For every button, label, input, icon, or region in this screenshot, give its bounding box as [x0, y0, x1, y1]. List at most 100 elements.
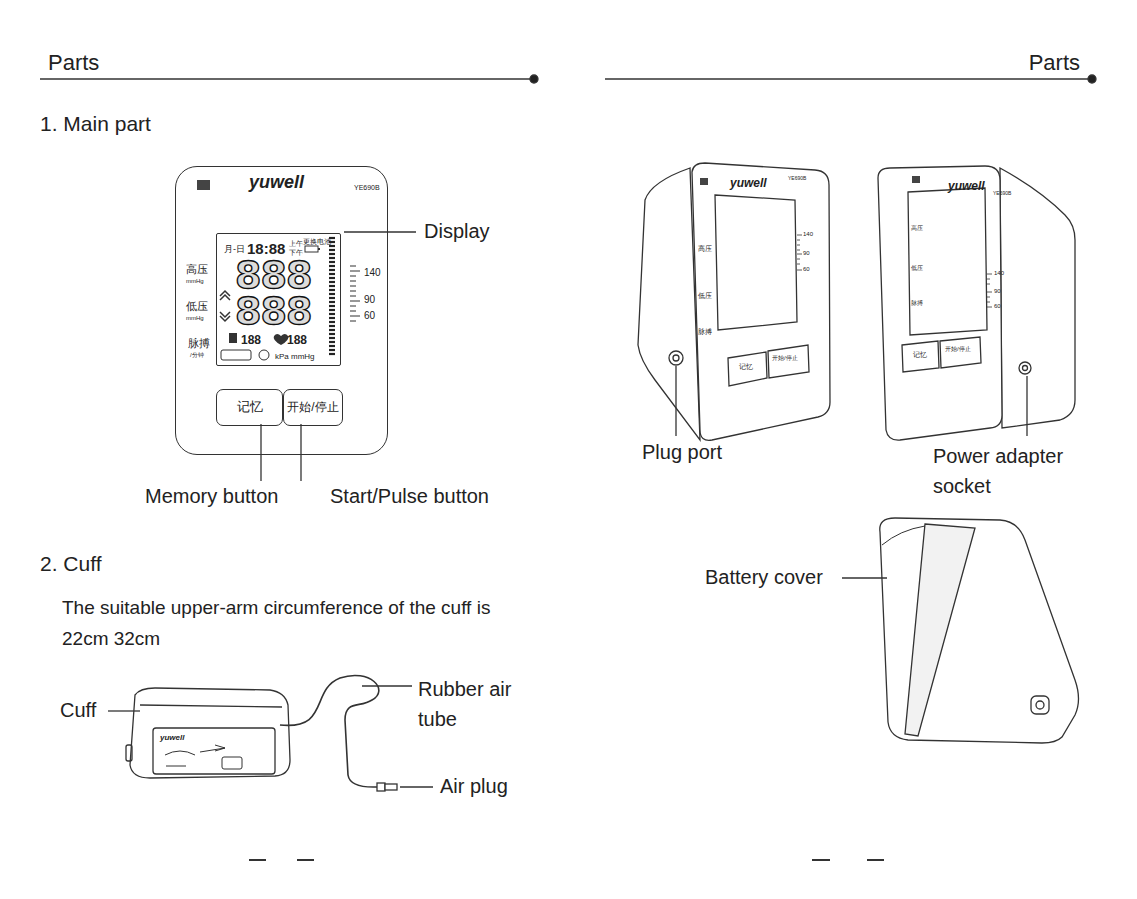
- device-text: 脉搏: [698, 328, 712, 336]
- device-text: mmHg: [186, 315, 204, 322]
- device-text: 月-日: [224, 244, 245, 254]
- device-text: 开始/停止: [772, 355, 798, 362]
- leader-line: [260, 424, 261, 481]
- level-bar: [329, 317, 335, 319]
- device-text: 888: [235, 292, 311, 330]
- section-heading: 2. Cuff: [40, 552, 101, 576]
- level-bar: [329, 245, 335, 247]
- leader-line: [362, 685, 412, 686]
- level-bar: [329, 321, 335, 323]
- device-text: YE690B: [354, 184, 380, 192]
- scale-tick: [350, 266, 356, 267]
- level-bar: [329, 249, 335, 251]
- device-text: 90: [364, 294, 375, 306]
- device-text: 188: [241, 334, 261, 348]
- part-name: Memory button: [145, 485, 278, 508]
- device-text: 记忆: [913, 351, 927, 359]
- leader-line: [1026, 376, 1027, 436]
- device-text: 140: [364, 267, 381, 279]
- note-text: The suitable upper-arm circumference of …: [62, 592, 502, 655]
- part-name: Air plug: [440, 775, 508, 798]
- scale-tick: [350, 306, 356, 307]
- brand-mark: yuwell: [160, 733, 184, 742]
- scale-tick: [350, 321, 356, 322]
- header-dot: [530, 75, 538, 83]
- device-text: 60: [364, 310, 375, 322]
- header-rule: [605, 78, 1088, 79]
- device-text: 低压: [911, 265, 923, 272]
- level-bar: [329, 305, 335, 307]
- device-text: 18:88: [247, 240, 285, 257]
- leader-line: [842, 577, 887, 578]
- device-text: 脉搏: [188, 337, 210, 350]
- part-name: Start/Pulse button: [330, 485, 489, 508]
- device-text: 更换电池: [303, 238, 331, 245]
- level-bar: [329, 285, 335, 287]
- level-bar: [329, 313, 335, 315]
- page-number-dashes: [249, 859, 884, 861]
- leader-line: [300, 424, 301, 481]
- device-text: 90: [803, 250, 810, 257]
- device-text: /分钟: [190, 352, 204, 359]
- leader-line: [675, 366, 676, 436]
- level-bar: [329, 265, 335, 267]
- level-bar: [329, 337, 335, 339]
- part-name: Display: [424, 220, 490, 243]
- device-text: 188: [287, 334, 307, 348]
- level-bar: [329, 309, 335, 311]
- device-text: yuwell: [730, 177, 767, 191]
- section-header: Parts: [1029, 50, 1080, 75]
- level-bar: [329, 349, 335, 351]
- level-bar: [329, 269, 335, 271]
- device-text: 高压: [911, 225, 923, 232]
- pressure-scale: [350, 266, 360, 321]
- level-bar: [329, 293, 335, 295]
- device-text: 开始/停止: [945, 346, 971, 353]
- header-dot: [1088, 75, 1096, 83]
- memory-button: 记忆: [216, 389, 283, 426]
- device-text: 高压: [186, 263, 208, 276]
- level-bar: [329, 281, 335, 283]
- device-text: YE690B: [993, 191, 1011, 197]
- device-text: 90: [994, 288, 1001, 295]
- level-bar: [329, 325, 335, 327]
- part-name: Rubber air tube: [418, 674, 528, 734]
- device-right-view: [878, 166, 1075, 440]
- leader-line: [108, 710, 140, 711]
- level-bar: [329, 345, 335, 347]
- device-text: 开始/停止: [287, 401, 338, 415]
- device-text: 888: [235, 256, 311, 294]
- lcd-display: 月-日18:88上午下午更换电池888888188188kPa mmHg: [216, 233, 341, 366]
- leader-line: [344, 231, 416, 232]
- level-bar: [329, 253, 335, 255]
- scale-tick: [350, 281, 356, 282]
- level-bar: [329, 341, 335, 343]
- level-bar: [329, 297, 335, 299]
- scale-tick: [350, 311, 356, 312]
- scale-tick: [350, 301, 360, 302]
- section-header: Parts: [48, 50, 99, 75]
- device-text: kPa mmHg: [275, 352, 315, 361]
- device-left-view: [638, 163, 830, 440]
- device-housing: yuwellYE690B高压mmHg低压mmHg脉搏/分钟1409060月-日1…: [175, 166, 388, 455]
- level-bar: [329, 353, 335, 355]
- device-text: 高压: [698, 245, 712, 253]
- level-bars: [329, 238, 335, 354]
- scale-tick: [350, 291, 356, 292]
- section-heading: 1. Main part: [40, 112, 151, 136]
- level-bar: [329, 273, 335, 275]
- device-text: YE690B: [788, 176, 806, 182]
- level-bar: [329, 289, 335, 291]
- level-bar: [329, 333, 335, 335]
- scale-tick: [350, 276, 356, 277]
- header-rule: [40, 78, 530, 79]
- device-text: 60: [803, 266, 810, 273]
- device-text: 低压: [698, 292, 712, 300]
- cuff-drawing: [126, 675, 397, 791]
- scale-tick: [350, 316, 360, 317]
- part-name: Power adapter socket: [933, 441, 1083, 501]
- device-text: 140: [803, 231, 813, 238]
- device-text: 140: [994, 270, 1004, 277]
- device-text: mmHg: [186, 278, 204, 285]
